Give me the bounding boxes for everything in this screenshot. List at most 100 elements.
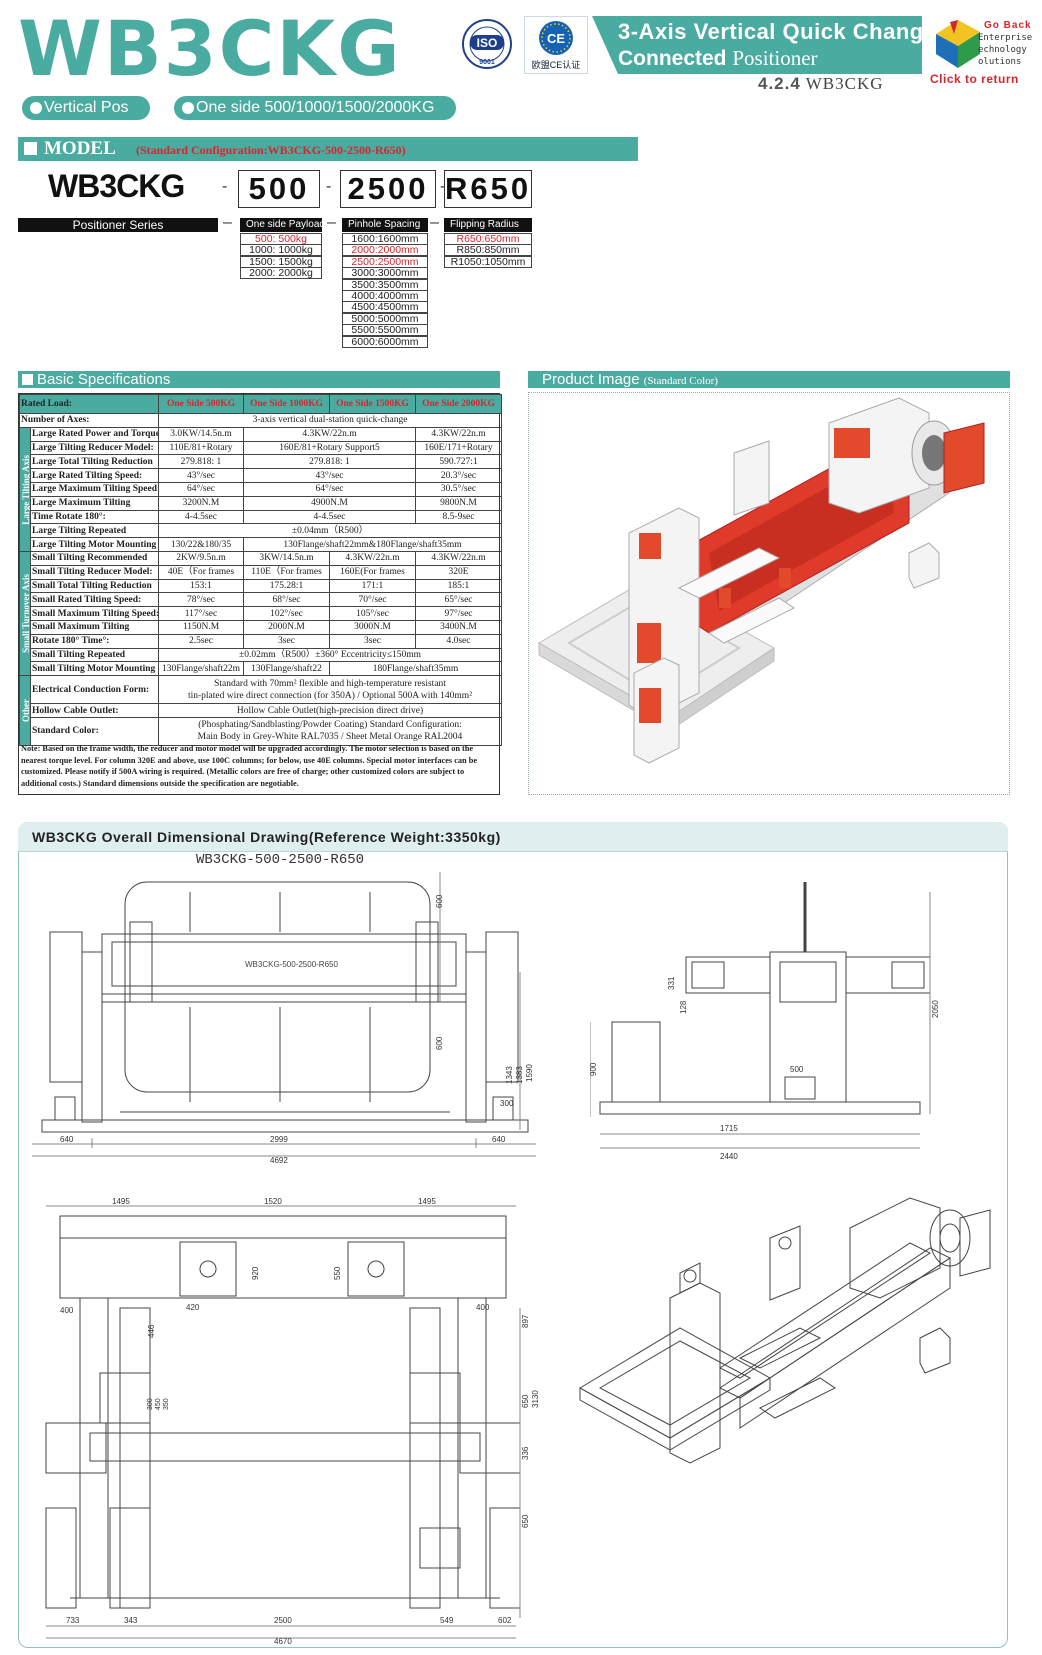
spec-cell: 185:1	[415, 578, 502, 594]
spec-cell: Hollow Cable Outlet(high-precision direc…	[158, 703, 502, 718]
spec-cell: 4.3KW/22n.m	[415, 550, 502, 566]
dim-side-2440: 2440	[720, 1152, 738, 1161]
specs-heading: Basic Specifications	[37, 371, 171, 388]
dim-side-500: 500	[790, 1065, 804, 1074]
spec-cell: Time Rotate 180°:	[30, 509, 159, 525]
ets-line-3: olutions	[978, 57, 1022, 67]
spec-note: Note: Based on the frame width, the redu…	[21, 744, 478, 788]
title-banner: 3-Axis Vertical Quick Chang Connected Po…	[592, 16, 922, 74]
dim-front-1590: 1590	[525, 1064, 534, 1082]
spec-cell: 160E(For frames	[329, 564, 416, 580]
ets-line-1: Enterprise	[978, 33, 1033, 43]
spec-head-500: One Side 500KG	[158, 394, 244, 414]
spec-cell: Large Rated Tilting Speed:	[30, 468, 159, 483]
spec-cell: 4-4.5sec	[158, 509, 244, 525]
top-view-drawing: 1495 1520 1495 400 400 420 920 550 446 8…	[45, 1198, 540, 1646]
spec-cell: 65°/sec	[415, 592, 502, 608]
page-title: WB3CKG	[18, 4, 402, 93]
dim-top-350: 350	[163, 1398, 170, 1410]
dim-side-331: 331	[667, 976, 676, 990]
spec-cell: Large Maximum Tilting	[30, 495, 159, 511]
spec-cell: Small Maximum Tilting	[30, 619, 159, 635]
model-section-bar: MODEL (Standard Configuration:WB3CKG-500…	[18, 137, 638, 161]
radius-option: R850:850mm	[444, 244, 532, 257]
spec-head-2000: One Side 2000KG	[415, 394, 502, 414]
spec-cell: 78°/sec	[158, 592, 244, 608]
spec-cell: 117°/sec	[158, 606, 244, 621]
dim-side-1715: 1715	[720, 1124, 738, 1133]
spacing-option: 5000:5000mm	[342, 312, 428, 325]
dim-front-1383: 1383	[515, 1066, 524, 1084]
spec-head-1500: One Side 1500KG	[329, 394, 416, 414]
spec-cell: 279.818: 1	[243, 454, 416, 470]
spec-cell: Small Tilting Reducer Model:	[30, 564, 159, 580]
payload-option: 1000: 1000kg	[240, 244, 322, 257]
spec-cell: 130Flange/shaft22mm&180Flange/shaft35mm	[243, 537, 502, 552]
dim-front-c: 640	[492, 1135, 506, 1144]
dim-top-733: 733	[66, 1616, 80, 1625]
series-name: WB3CKG	[48, 168, 185, 204]
group-small: Small Turnover Axis	[19, 550, 31, 677]
click-to-return[interactable]: Click to return	[930, 72, 1019, 86]
ets-line-2: echnology	[978, 45, 1027, 55]
spec-row-electric: Other Electrical Conduction Form: Standa…	[19, 675, 502, 746]
spec-cell: 3KW/14.5n.m	[243, 550, 330, 566]
dim-top-650: 650	[521, 1394, 530, 1408]
code-spacing: 2500	[340, 170, 436, 208]
spec-cell: ±0.04mm（R500）	[158, 523, 502, 539]
spec-cell: Small Maximum Tilting Speed:	[30, 606, 159, 621]
spec-cell: 70°/sec	[329, 592, 416, 608]
dim-side-128: 128	[679, 1000, 688, 1014]
ets-logo-icon	[936, 20, 980, 68]
spec-cell: 4.3KW/22n.m	[329, 550, 416, 566]
spacing-option: 6000:6000mm	[342, 335, 428, 348]
spec-cell: Small Tilting Recommended	[30, 550, 159, 566]
payload-option: 500: 500kg	[240, 233, 322, 245]
spacing-head: Pinhole Spacing	[342, 218, 428, 232]
spec-cell: Small Tilting Repeated	[30, 647, 159, 663]
dim-front-600: 600	[435, 894, 444, 908]
spec-cell: 160E/171+Rotary	[415, 440, 502, 456]
spec-cell: 279.818: 1	[158, 454, 244, 470]
section-code: 4.2.4 WB3CKG	[758, 74, 884, 93]
tag-vertical-pos: Vertical Pos	[22, 96, 150, 120]
spec-header-row: Rated Load: One Side 500KG One Side 1000…	[19, 394, 502, 414]
side-view-drawing: 331 128 900 2050 500 1715 2440	[590, 882, 940, 1161]
go-back-link[interactable]: Go Back Enterprise echnology olutions Cl…	[928, 12, 1042, 88]
spec-cell: 175.28:1	[243, 578, 330, 594]
spec-cell: 3sec	[243, 633, 330, 649]
spec-cell: 130Flange/shaft22m	[158, 661, 244, 677]
spec-cell: Small Total Tilting Reduction	[30, 578, 159, 594]
spec-cell: 4.3KW/22n.m	[415, 426, 502, 442]
code-payload: 500	[238, 170, 320, 208]
spacing-option: 3000:3000mm	[342, 267, 428, 280]
drawing-model-label: WB3CKG-500-2500-R650	[196, 852, 365, 868]
spec-row-color: Standard Color: (Phosphating/Sandblastin…	[20, 716, 502, 746]
dim-top-3130: 3130	[531, 1390, 540, 1408]
spec-cell: 8.5-9sec	[415, 509, 502, 525]
tag-load-range: One side 500/1000/1500/2000KG	[174, 96, 456, 120]
spec-cell: 590.727:1	[415, 454, 502, 470]
spec-cell: 130Flange/shaft22	[243, 661, 330, 677]
dim-top-920: 920	[251, 1266, 260, 1280]
spec-cell: 130/22&180/35	[158, 537, 244, 552]
product-image-heading: Product Image (Standard Color)	[542, 371, 718, 388]
dim-top-1495b: 1495	[418, 1198, 436, 1206]
spec-cell: ±0.02mm（R500）±360° Eccentricity≤150mm	[158, 647, 502, 663]
payload-option: 2000: 2000kg	[240, 267, 322, 280]
spec-cell: 110E（For frames	[243, 564, 330, 580]
spec-cell: 153:1	[158, 578, 244, 594]
dim-front-a: 640	[60, 1135, 74, 1144]
radius-option: R1050:1050mm	[444, 255, 532, 268]
spacing-option: 2500:2500mm	[342, 255, 428, 268]
spacing-option: 5500:5500mm	[342, 324, 428, 337]
spec-row-large: Large Tilting Reducer Model:110E/81+Rota…	[20, 440, 502, 456]
spec-cell: 3-axis vertical dual-station quick-chang…	[158, 413, 502, 428]
